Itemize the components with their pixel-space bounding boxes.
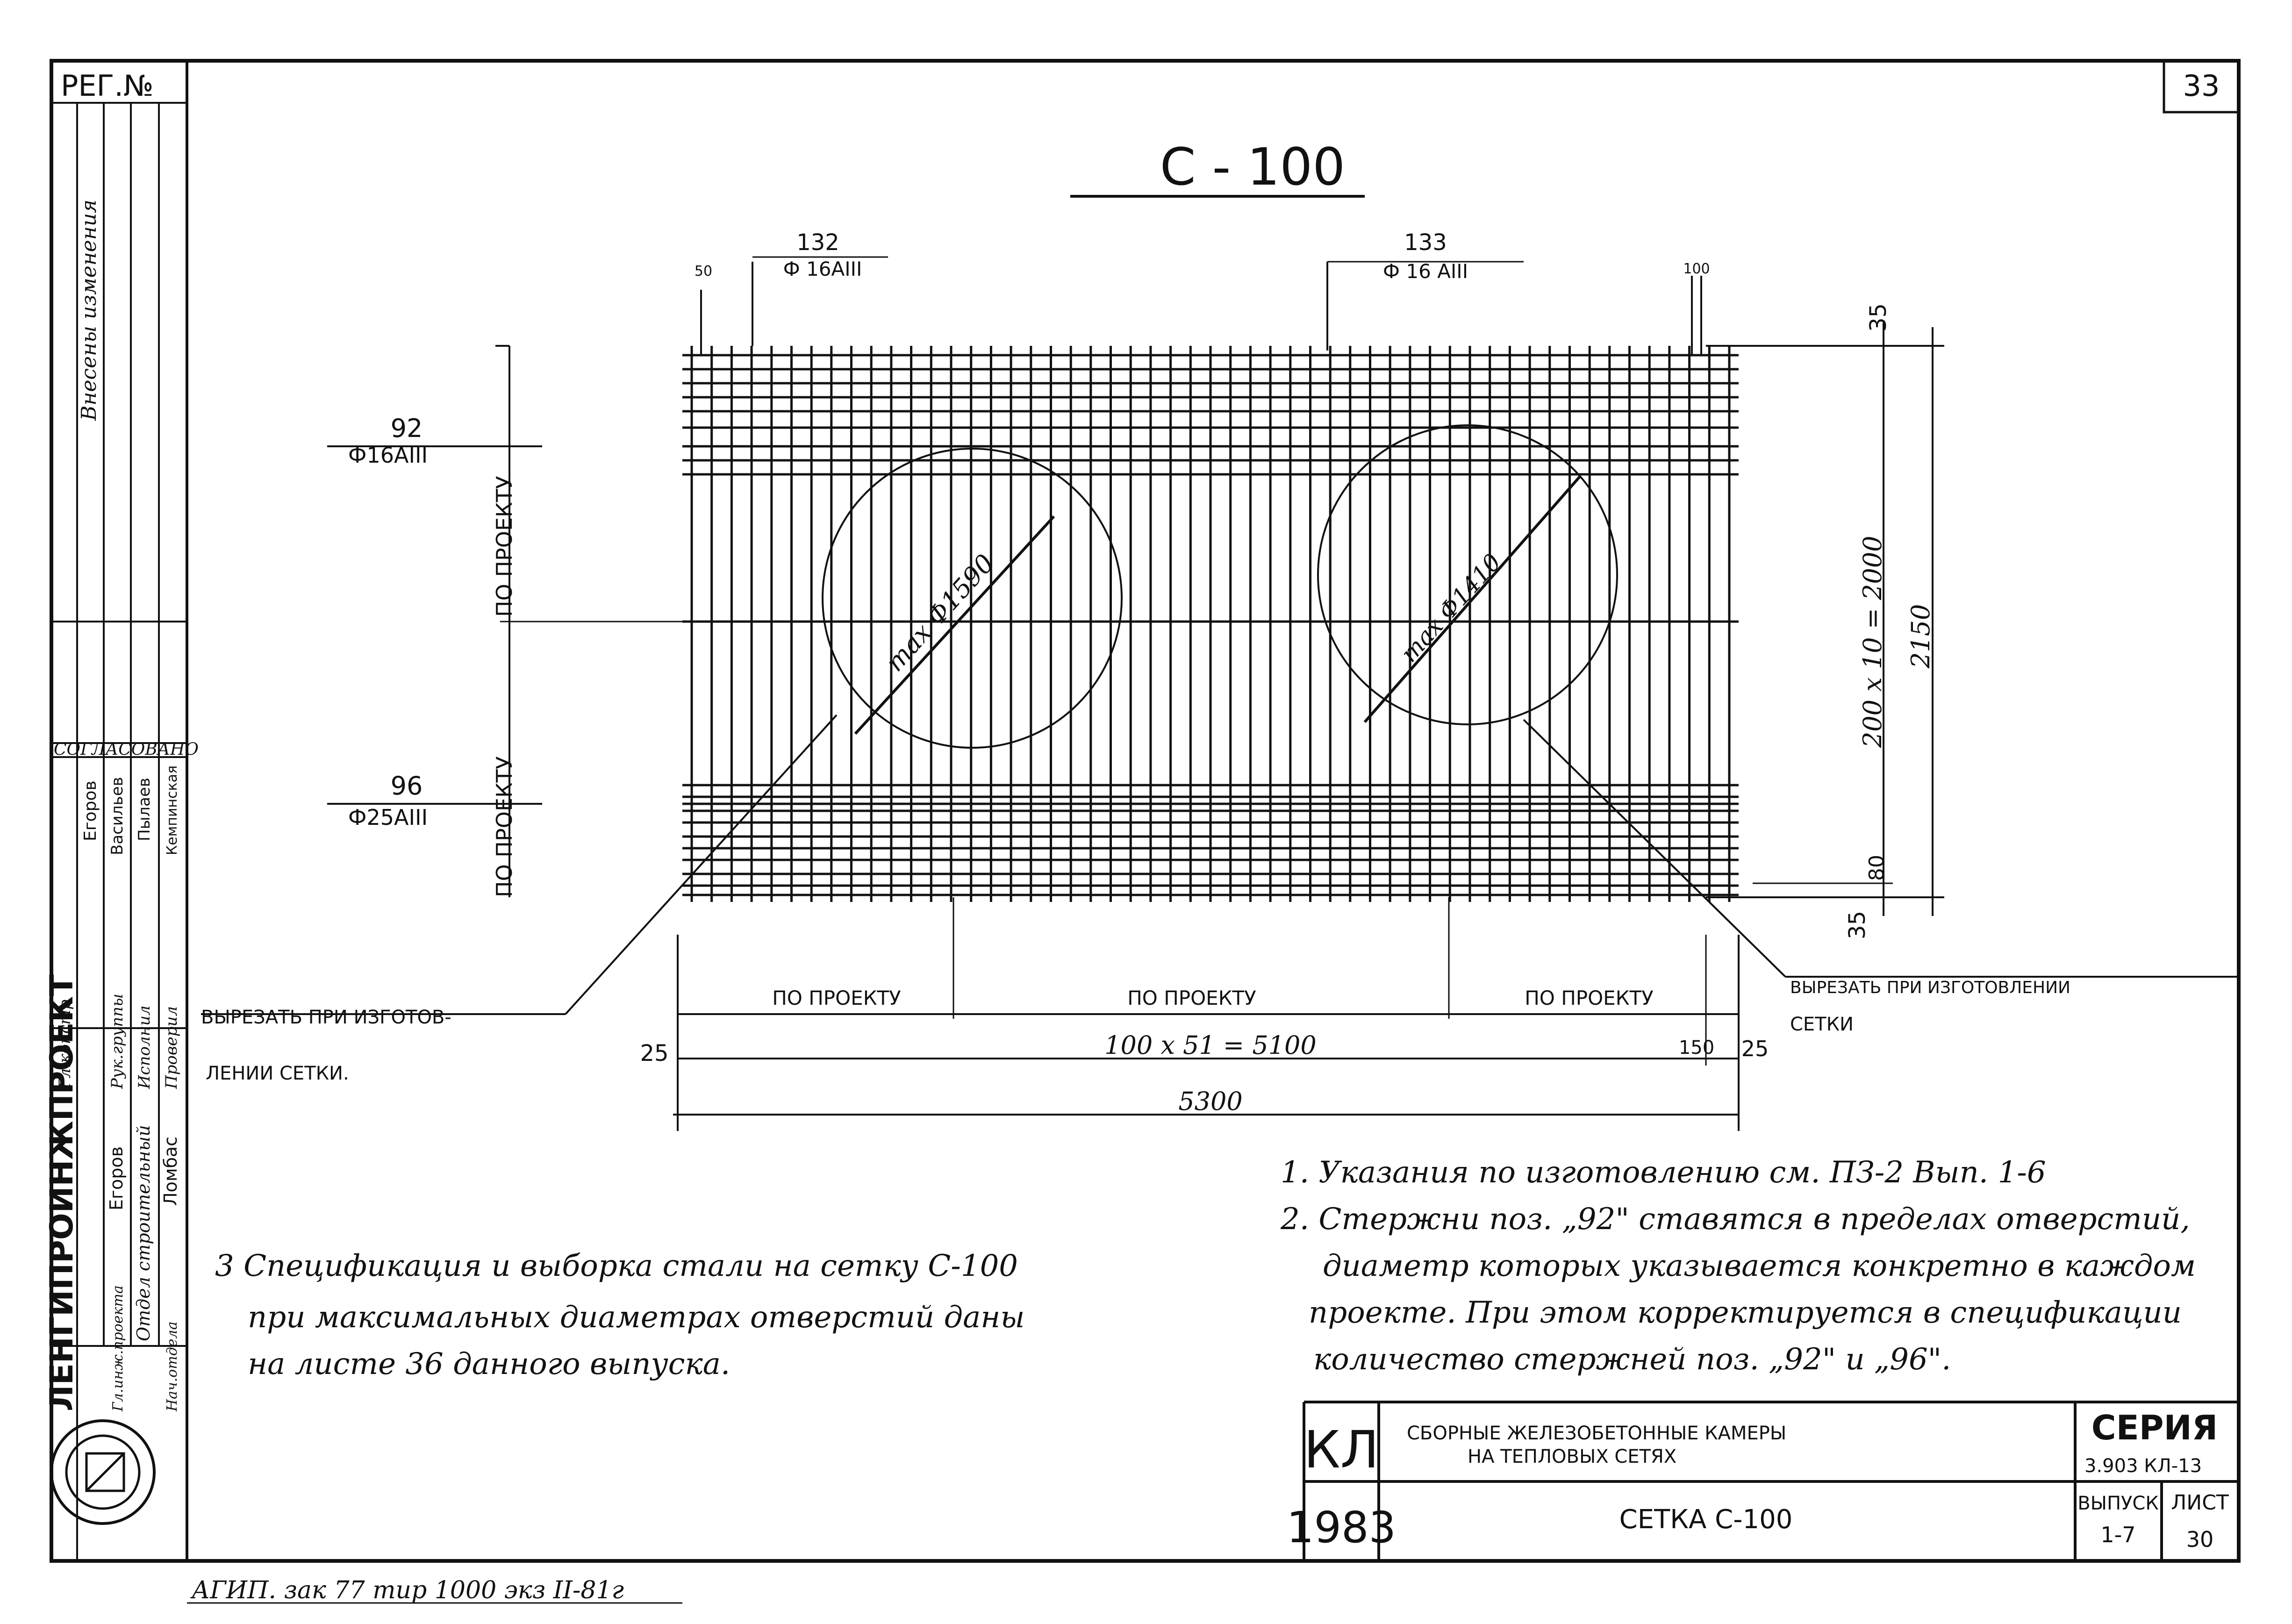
zone-right-label: ПО ПРОЕКТУ — [1525, 987, 1654, 1009]
upper-zone-label: ПО ПРОЕКТУ — [492, 476, 517, 617]
callout-right-line1: ВЫРЕЗАТЬ ПРИ ИЗГОТОВЛЕНИИ — [1790, 978, 2070, 997]
right-bottom-80: 80 — [1865, 855, 1889, 881]
zone-mid-label: ПО ПРОЕКТУ — [1127, 987, 1256, 1009]
hole-left-label: max Ф1590 — [880, 549, 1000, 677]
bottom-total: 5300 — [1178, 1087, 1242, 1116]
callout-left-line1: ВЫРЕЗАТЬ ПРИ ИЗГОТОВ- — [201, 1007, 451, 1028]
role-checker: Проверил — [162, 1006, 181, 1089]
agreed-name-2: Васильев — [108, 777, 127, 855]
note-2-line2: диаметр которых указывается конкретно в … — [1323, 1249, 2196, 1283]
drawing-title: С - 100 — [1160, 137, 1345, 197]
hole-right — [1317, 424, 1618, 725]
footer-print-note: АГИП. зак 77 тир 1000 экз II-81г — [190, 1576, 624, 1604]
lower-zone-label: ПО ПРОЕКТУ — [492, 756, 517, 897]
pos-96-bar: Ф25АIII — [348, 805, 428, 830]
sheet-number: 33 — [2183, 69, 2220, 103]
left-edge-dim: 50 — [695, 263, 712, 279]
note-2-line4: количество стержней поз. „92" и „96". — [1313, 1342, 1951, 1377]
list-value: 30 — [2186, 1527, 2214, 1552]
right-total: 2150 — [1906, 604, 1935, 669]
note-3-line1: 3 Спецификация и выборка стали на сетку … — [215, 1249, 1018, 1283]
zone-left-label: ПО ПРОЕКТУ — [772, 987, 901, 1009]
agreed-name-3: Пылаев — [135, 778, 154, 841]
title-year: 1983 — [1287, 1502, 1396, 1552]
dept-name-2: Ломбас — [160, 1137, 181, 1206]
hole-left — [822, 448, 1123, 749]
dept-head: Нач.отдела — [164, 1321, 180, 1412]
pos-92-number: 92 — [391, 414, 423, 443]
changes-header: Внесены изменения — [77, 200, 101, 421]
pos-133-bar: Ф 16 АIII — [1383, 260, 1468, 283]
bottom-right-edge: 25 — [1741, 1036, 1769, 1061]
org-name: ЛЕНГИПРОИНЖПРОЕКТ — [43, 974, 80, 1411]
issue-value: 1-7 — [2100, 1522, 2135, 1547]
role-executor: Исполнил — [135, 1005, 154, 1089]
issue-label: ВЫПУСК — [2077, 1493, 2159, 1514]
dept-label: Отдел строительный — [133, 1125, 154, 1341]
inner-frame — [186, 59, 2240, 1562]
pos-132-number: 132 — [796, 229, 839, 256]
bottom-right-inner: 150 — [1679, 1037, 1714, 1059]
note-1: 1. Указания по изготовлению см. ПЗ-2 Вып… — [1281, 1155, 2046, 1190]
agreed-name-1: Егоров — [81, 780, 100, 841]
bottom-left-edge: 25 — [640, 1040, 668, 1066]
left-stamp — [50, 102, 187, 1561]
chief-engineer: Гл.инж.проекта — [110, 1285, 126, 1412]
list-label: ЛИСТ — [2171, 1491, 2229, 1515]
right-top-offset: 35 — [1865, 303, 1891, 332]
title-block — [1303, 1401, 2239, 1561]
note-2-line1: 2. Стержни поз. „92" ставятся в пределах… — [1280, 1202, 2190, 1237]
note-3-line2: при максимальных диаметрах отверстий дан… — [248, 1300, 1025, 1335]
series-value: 3.903 КЛ-13 — [2084, 1455, 2202, 1477]
callout-right-line2: СЕТКИ — [1790, 1014, 1854, 1035]
pos-92-bar: Ф16АIII — [348, 443, 428, 468]
title-code: КЛ — [1304, 1420, 1379, 1480]
title-line-2: НА ТЕПЛОВЫХ СЕТЯХ — [1468, 1446, 1676, 1467]
pos-96-number: 96 — [391, 771, 423, 801]
bottom-spacing: 100 х 51 = 5100 — [1104, 1030, 1317, 1060]
pos-133-number: 133 — [1404, 229, 1447, 256]
role-group-lead: Рук.группы — [108, 994, 127, 1089]
dept-name-1: Егоров — [106, 1146, 127, 1210]
right-spacing: 200 х 10 = 2000 — [1858, 536, 1887, 748]
callout-left-line2: ЛЕНИИ СЕТКИ. — [206, 1063, 349, 1084]
note-2-line3: проекте. При этом корректируется в специ… — [1309, 1295, 2182, 1330]
right-edge-dim: 100 — [1683, 261, 1710, 277]
pos-132-bar: Ф 16АIII — [783, 258, 862, 280]
series-label: СЕРИЯ — [2091, 1408, 2218, 1447]
sheet-name: СЕТКА С-100 — [1619, 1504, 1793, 1535]
reg-number-label: РЕГ.№ — [61, 69, 154, 103]
note-3-line3: на листе 36 данного выпуска. — [248, 1347, 730, 1381]
agreed-label: СОГЛАСОВАНО — [54, 740, 199, 759]
title-line-1: СБОРНЫЕ ЖЕЛЕЗОБЕТОННЫЕ КАМЕРЫ — [1407, 1423, 1786, 1444]
agreed-name-4: Кемпинская — [164, 765, 180, 855]
right-bottom-35: 35 — [1844, 911, 1870, 939]
role-chief-designer: Гл.констр — [56, 1000, 74, 1089]
